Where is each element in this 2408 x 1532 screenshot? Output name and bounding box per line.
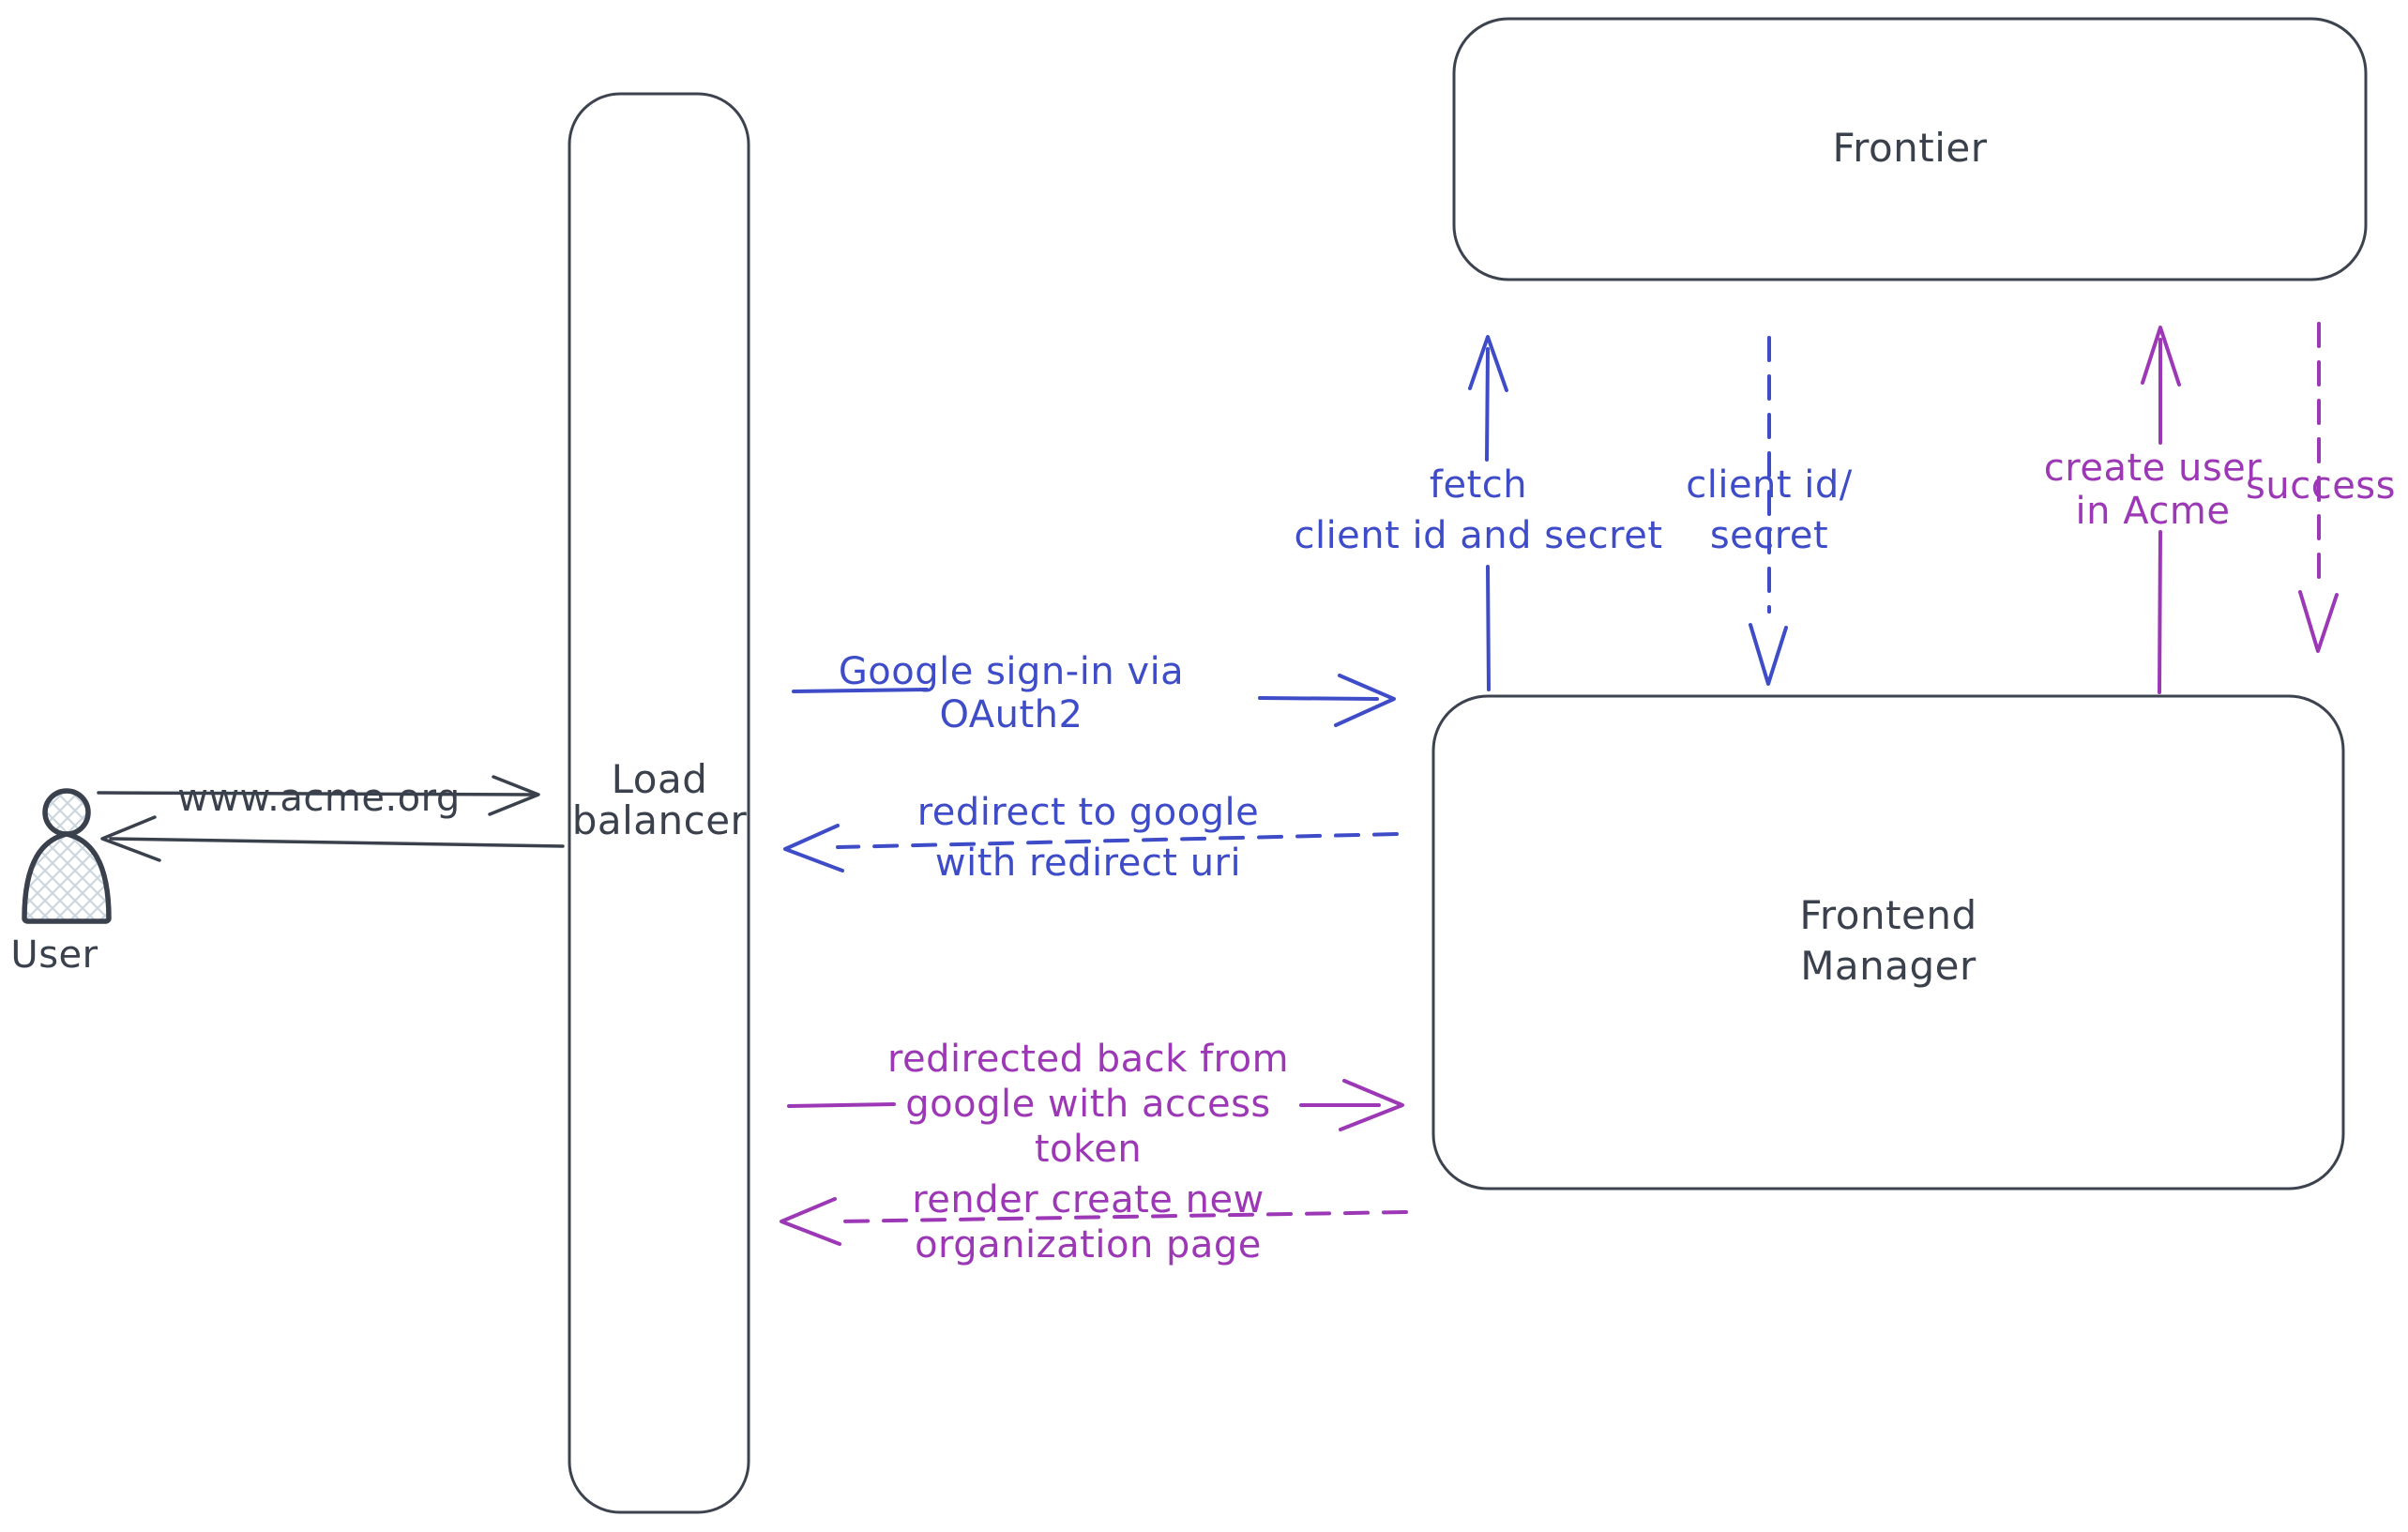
load-balancer-box[interactable] <box>568 92 750 1514</box>
arrow-render-page[interactable] <box>780 1197 1408 1246</box>
client-id-secret-label: client id/ secret <box>1686 460 1853 561</box>
create-user-label: create user in Acme <box>2044 447 2262 533</box>
arrow-fetch-client-id[interactable] <box>1468 335 1508 691</box>
create-user-label-line1: create user <box>2043 447 2263 490</box>
redirected-back-label-line3: token <box>1034 1128 1143 1171</box>
user-label: User <box>10 933 98 977</box>
render-page-label-line1: render create new <box>912 1178 1265 1221</box>
google-signin-label-line2: OAuth2 <box>939 693 1083 736</box>
frontend-manager-label-line1: Frontend <box>1799 892 1977 938</box>
google-signin-label-line1: Google sign-in via <box>838 650 1185 693</box>
redirected-back-label-line2: google with access <box>905 1083 1271 1126</box>
load-balancer-label-line1: Load <box>611 756 708 802</box>
user-icon[interactable] <box>22 788 112 924</box>
render-page-label: render create new organization page <box>912 1177 1265 1267</box>
arrow-redirected-back[interactable] <box>787 1079 1404 1131</box>
frontend-manager-box[interactable] <box>1431 694 2345 1191</box>
redirected-back-label: redirected back from google with access … <box>887 1037 1289 1172</box>
load-balancer-label: Load balancer <box>572 759 748 842</box>
redirect-google-label: redirect to google with redirect uri <box>917 787 1260 888</box>
frontend-manager-label: Frontend Manager <box>1799 890 1976 992</box>
fetch-client-id-label: fetch client id and secret <box>1294 460 1662 561</box>
arrow-success[interactable] <box>2298 322 2339 653</box>
www-acme-label: www.acme.org <box>177 777 461 820</box>
arrow-google-signin[interactable] <box>792 674 1396 727</box>
success-label: success <box>2246 464 2396 508</box>
redirected-back-label-line1: redirected back from <box>886 1038 1290 1081</box>
load-balancer-label-line2: balancer <box>571 797 748 843</box>
redirect-google-label-line1: redirect to google <box>916 791 1260 834</box>
render-page-label-line2: organization page <box>915 1223 1262 1267</box>
arrow-redirect-to-google[interactable] <box>783 824 1399 872</box>
client-id-secret-label-line1: client id/ <box>1686 463 1853 507</box>
frontier-box[interactable] <box>1452 17 2368 281</box>
arrow-return-to-user[interactable] <box>100 815 565 862</box>
redirect-google-label-line2: with redirect uri <box>934 842 1242 885</box>
arrow-www-acme[interactable] <box>97 775 540 816</box>
fetch-client-id-label-line1: fetch <box>1429 463 1528 507</box>
create-user-label-line2: in Acme <box>2075 490 2231 533</box>
arrow-client-id-secret[interactable] <box>1749 336 1788 686</box>
client-id-secret-label-line2: secret <box>1709 514 1829 557</box>
arrow-create-user[interactable] <box>2141 326 2181 694</box>
frontend-manager-label-line2: Manager <box>1800 943 1976 989</box>
fetch-client-id-label-line2: client id and secret <box>1294 514 1663 557</box>
google-signin-label: Google sign-in via OAuth2 <box>839 650 1184 736</box>
frontier-label: Frontier <box>1832 125 1988 171</box>
